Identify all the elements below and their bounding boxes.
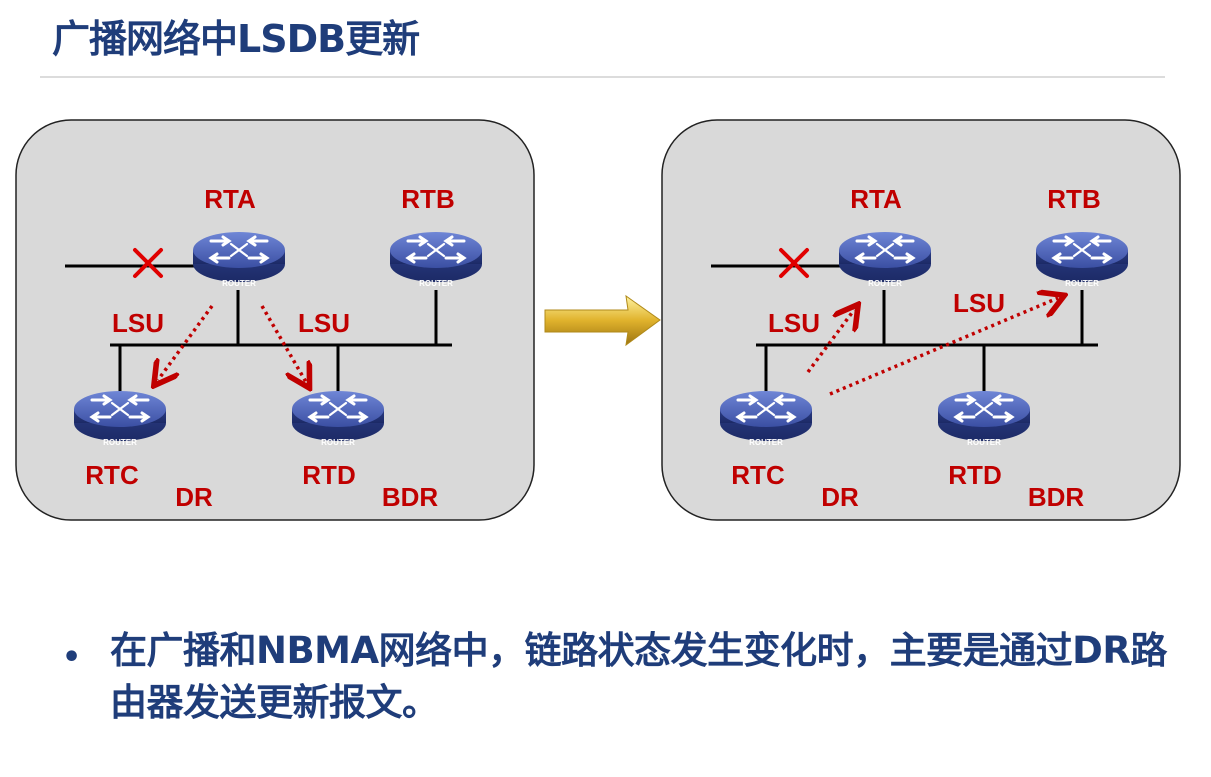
- left-router-rtb-icon: [388, 230, 484, 284]
- left-label-dr: DR: [175, 482, 213, 512]
- left-label-bdr: BDR: [382, 482, 439, 512]
- left-router-rtd-icon: [290, 389, 386, 443]
- left-label-rtd: RTD: [302, 460, 355, 490]
- page-title: 广播网络中LSDB更新: [52, 17, 420, 61]
- right-router-rtc-icon: [718, 389, 814, 443]
- svg-text:ROUTER: ROUTER: [321, 438, 355, 447]
- bullet-text: 在广播和NBMA网络中，链路状态发生变化时，主要是通过DR路由器发送更新报文。: [110, 629, 1167, 724]
- left-router-rtc-icon: [72, 389, 168, 443]
- left-lsu-arrow-to-rtd: [260, 305, 306, 382]
- left-label-lsu-1: LSU: [112, 308, 164, 338]
- title-divider: [40, 76, 1165, 78]
- left-link-down-icon: [133, 248, 163, 278]
- left-label-rtb: RTB: [401, 184, 454, 214]
- svg-text:ROUTER: ROUTER: [868, 279, 902, 288]
- right-label-rtd: RTD: [948, 460, 1001, 490]
- right-label-bdr: BDR: [1028, 482, 1085, 512]
- svg-text:ROUTER: ROUTER: [419, 279, 453, 288]
- right-router-rta-icon: [837, 230, 933, 284]
- left-label-lsu-2: LSU: [298, 308, 350, 338]
- svg-text:ROUTER: ROUTER: [967, 438, 1001, 447]
- right-router-rtb-icon: [1034, 230, 1130, 284]
- right-label-lsu-1: LSU: [768, 308, 820, 338]
- svg-text:ROUTER: ROUTER: [1065, 279, 1099, 288]
- bullet-marker: •: [62, 640, 82, 675]
- left-router-rta-icon: [191, 230, 287, 284]
- right-router-rtd-icon: [936, 389, 1032, 443]
- transition-arrow-icon: [544, 294, 661, 347]
- right-label-lsu-2: LSU: [953, 288, 1005, 318]
- svg-text:ROUTER: ROUTER: [749, 438, 783, 447]
- right-label-dr: DR: [821, 482, 859, 512]
- right-label-rtc: RTC: [731, 460, 785, 490]
- right-label-rtb: RTB: [1047, 184, 1100, 214]
- left-lsu-arrow-to-rtc: [158, 304, 214, 380]
- svg-text:ROUTER: ROUTER: [222, 279, 256, 288]
- left-label-rtc: RTC: [85, 460, 139, 490]
- right-link-down-icon: [779, 248, 809, 278]
- svg-text:ROUTER: ROUTER: [103, 438, 137, 447]
- left-label-rta: RTA: [204, 184, 256, 214]
- right-lsu-arrow-to-rta: [806, 310, 854, 374]
- right-label-rta: RTA: [850, 184, 902, 214]
